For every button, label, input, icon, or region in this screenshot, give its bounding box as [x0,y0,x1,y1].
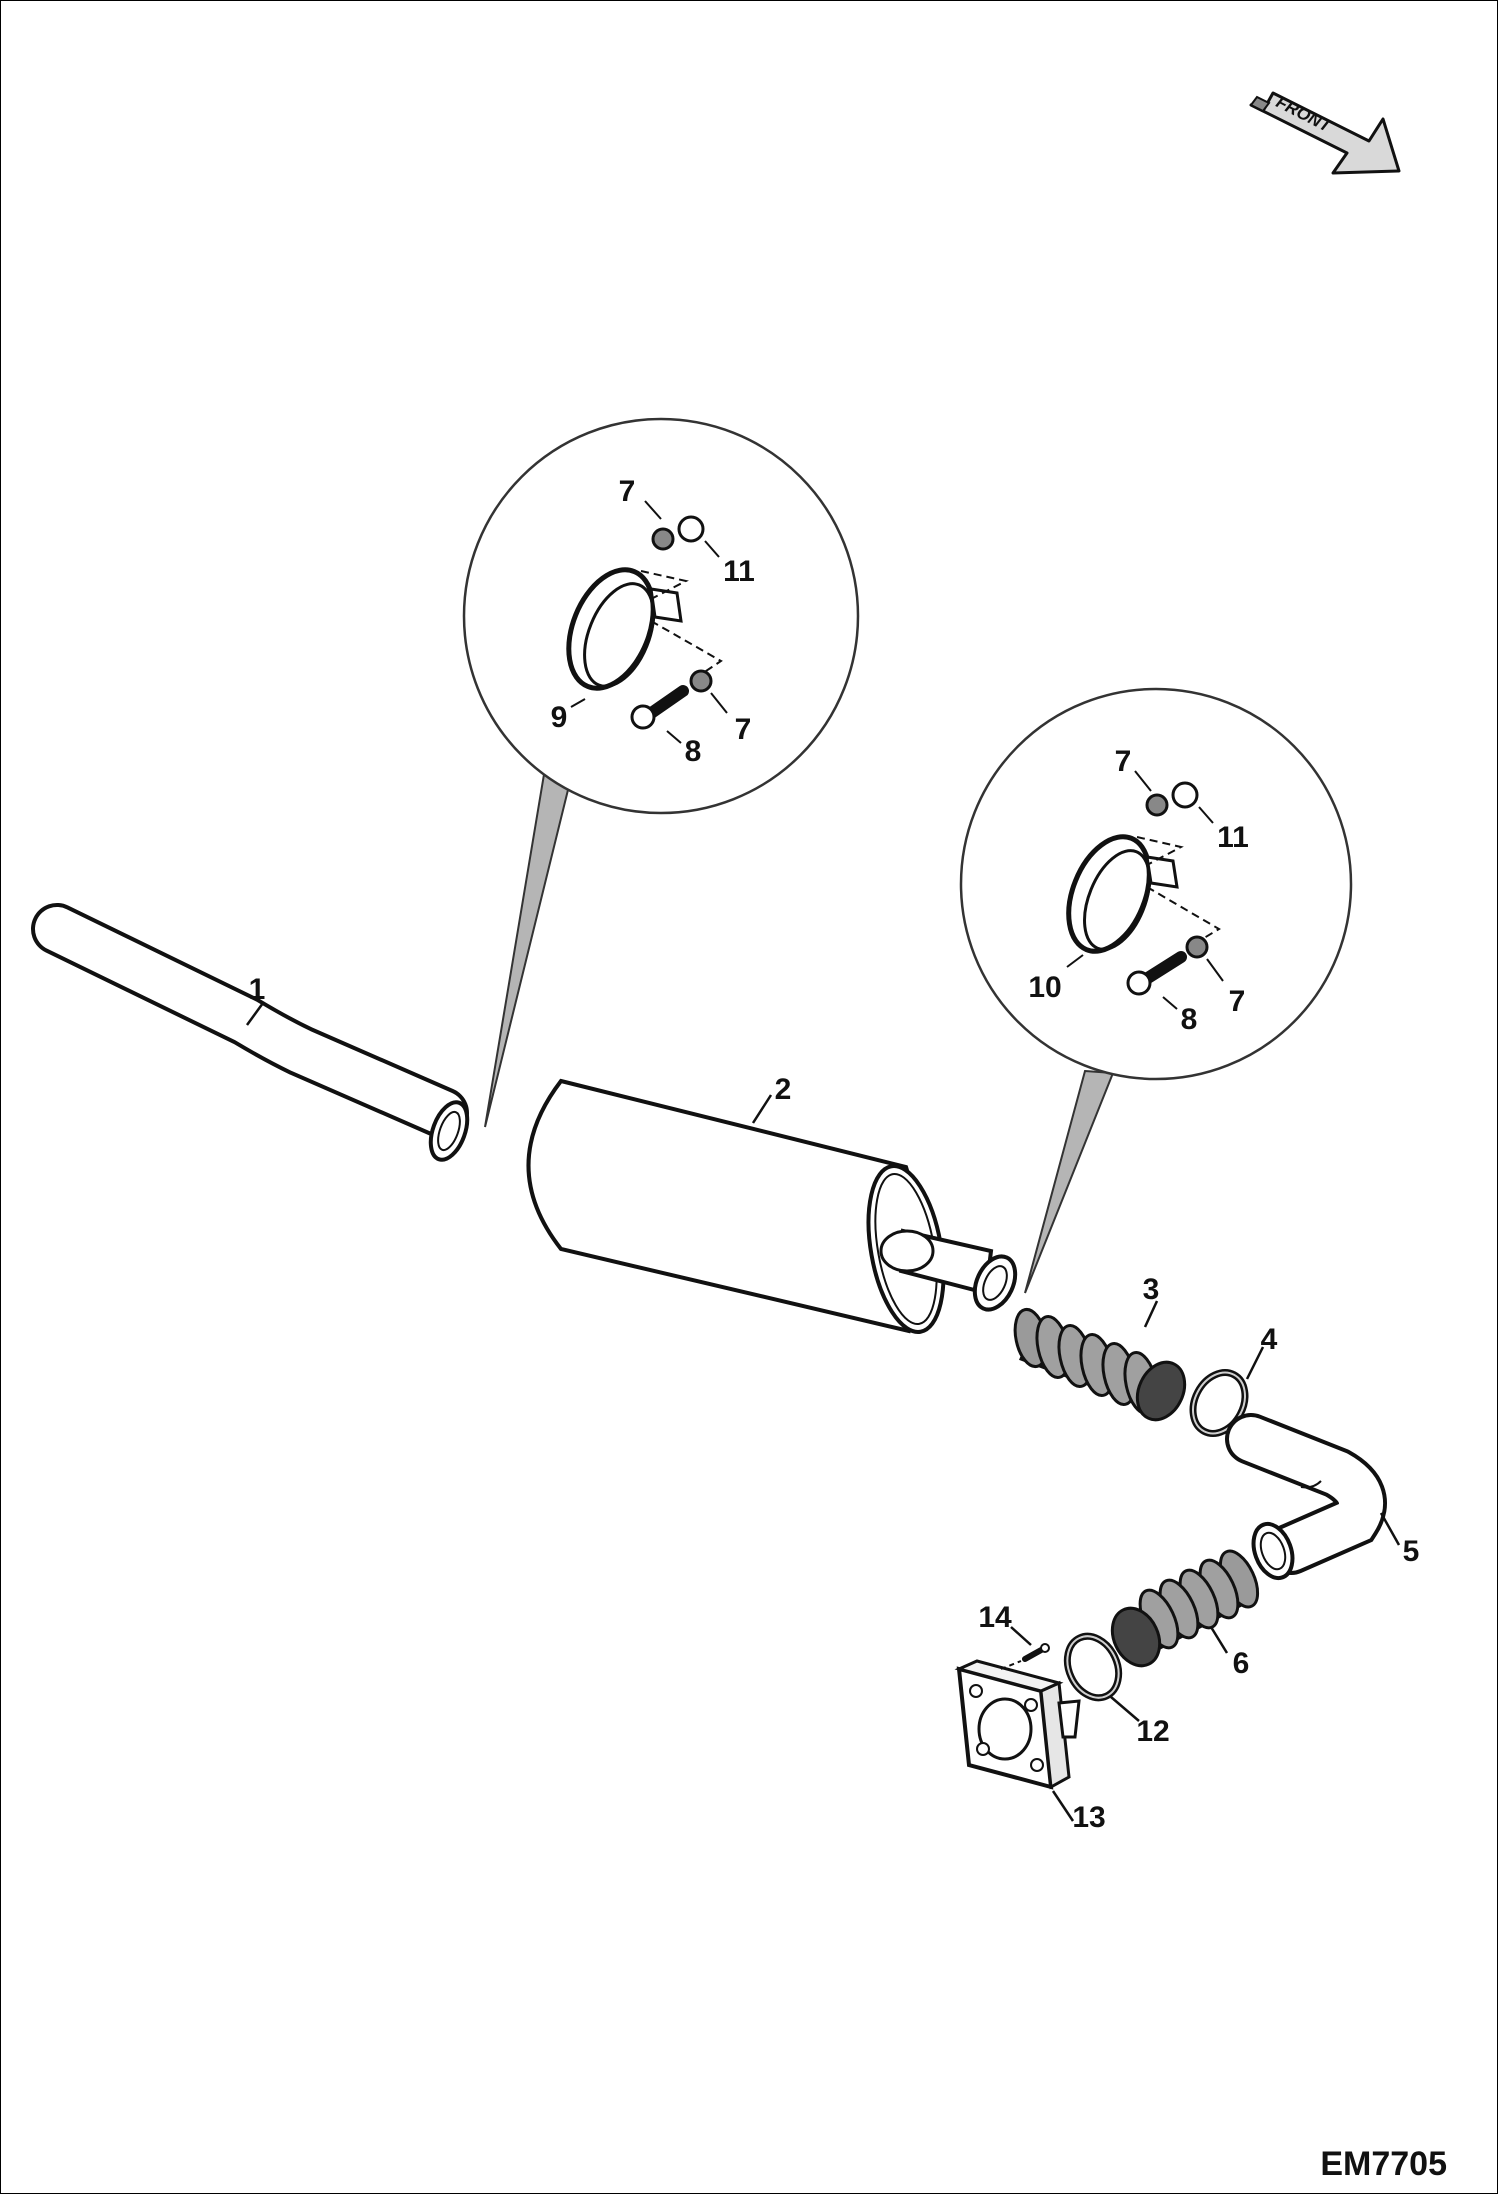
detail-circle-left [462,417,860,1128]
callout-4: 4 [1261,1323,1278,1356]
detail-left-label-clamp: 9 [551,701,568,734]
callout-3: 3 [1143,1273,1160,1306]
detail-right-label-washer-bottom: 7 [1229,985,1246,1018]
detail-left-label-nut: 11 [723,555,755,588]
front-arrow-icon: FRONT [1249,91,1401,175]
detail-right-hardware [1066,770,1224,1010]
part-2-muffler [526,1078,1018,1334]
detail-right-label-nut: 11 [1217,821,1249,854]
callout-13: 13 [1072,1801,1105,1834]
callout-2: 2 [775,1073,792,1106]
detail-right-label-bolt: 8 [1181,1003,1198,1036]
detail-right-labels: 7 11 10 8 7 [1028,745,1249,1036]
diagram-code: EM7705 [1320,2145,1447,2183]
detail-left-label-bolt: 8 [685,735,702,768]
part-5-elbow-pipe [1225,1413,1387,1581]
part-6-flex-hose [1110,1549,1260,1668]
detail-circle-right [959,687,1353,1294]
callout-labels: 1 2 3 4 5 6 12 13 14 [249,973,1420,1834]
part-1-exhaust-pipe [31,903,470,1162]
detail-left-hardware [566,500,728,744]
leader-lines [245,1002,1401,1822]
callout-6: 6 [1233,1647,1250,1680]
callout-12: 12 [1136,1715,1169,1748]
detail-left-label-washer-bottom: 7 [735,713,752,746]
callout-14: 14 [978,1601,1012,1634]
part-14-screw [1000,1643,1050,1670]
part-13-flange [954,1659,1081,1790]
callout-5: 5 [1403,1535,1420,1568]
detail-left-labels: 7 11 9 8 7 [551,475,755,768]
part-3-flex-hose [1013,1307,1187,1422]
callout-1: 1 [249,973,266,1006]
detail-right-label-washer-top: 7 [1115,745,1132,778]
detail-left-label-washer-top: 7 [619,475,636,508]
detail-right-label-clamp: 10 [1028,971,1061,1004]
part-4-hose-clamp [1189,1369,1249,1437]
part-12-clamp [1063,1632,1123,1702]
